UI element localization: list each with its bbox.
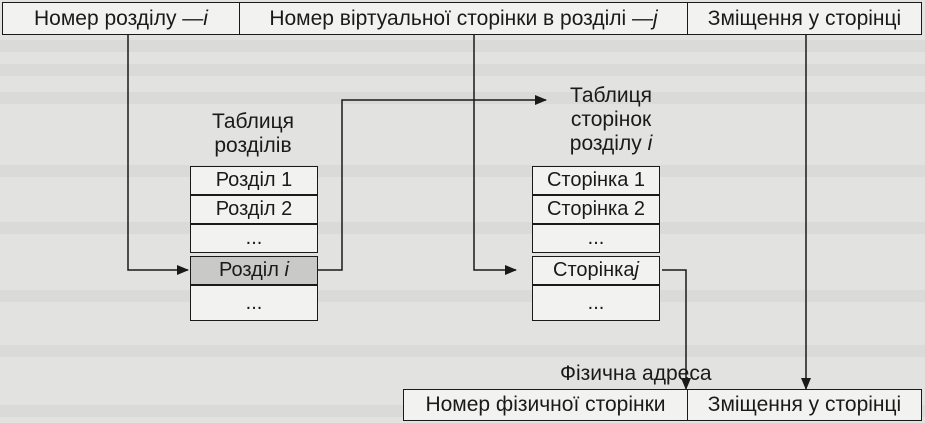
background-texture xyxy=(0,40,925,52)
arrow-page-to-row xyxy=(473,34,517,275)
segment-row: ... xyxy=(190,285,318,321)
segment-number-field: Номер розділу — i xyxy=(2,2,240,35)
segment-table-title-line1: Таблиця xyxy=(211,110,295,133)
page-row: ... xyxy=(532,224,660,253)
page-var: j xyxy=(653,6,658,30)
arrow-segment-to-page-table xyxy=(318,95,547,271)
arrow-segment-to-table xyxy=(127,34,189,275)
segment-row: ... xyxy=(190,224,318,253)
page-row: Сторінка 1 xyxy=(532,166,660,195)
page-row: Сторінка 2 xyxy=(532,195,660,224)
segment-number-label: Номер розділу — xyxy=(34,6,204,30)
segment-table-title-line2: розділів xyxy=(214,134,292,157)
frame-number-label: Номер фізичної сторінки xyxy=(425,393,666,416)
background-texture xyxy=(0,92,925,104)
segment-table-title: Таблиця розділів xyxy=(190,110,316,158)
physical-offset-field: Зміщення у сторінці xyxy=(687,389,922,421)
page-table-title-line3: розділу i xyxy=(569,132,653,155)
line-page-to-frame xyxy=(662,269,687,370)
background-texture xyxy=(0,345,925,357)
page-number-field: Номер віртуальної сторінки в розділі — j xyxy=(239,2,688,35)
segment-row: Розділ 1 xyxy=(190,166,318,195)
segment-row-i: Розділ i xyxy=(190,256,318,285)
offset-field: Зміщення у сторінці xyxy=(687,2,922,35)
page-table-title-line1: Таблиця xyxy=(569,84,653,107)
physical-offset-label: Зміщення у сторінці xyxy=(707,393,902,416)
segment-row: Розділ 2 xyxy=(190,195,318,224)
offset-label: Зміщення у сторінці xyxy=(707,6,902,30)
frame-number-field: Номер фізичної сторінки xyxy=(403,389,688,421)
page-number-label: Номер віртуальної сторінки в розділі — xyxy=(269,6,653,30)
page-row: ... xyxy=(532,285,660,321)
segment-var: i xyxy=(203,6,208,30)
background-texture xyxy=(0,64,925,76)
physical-address-caption: Фізична адреса xyxy=(560,362,712,385)
page-row-j: Сторінка j xyxy=(532,256,660,285)
page-table-title: Таблиця сторінок розділу i xyxy=(548,84,674,156)
page-table-title-line2: сторінок xyxy=(570,108,652,131)
segment-row-i-label: Розділ i xyxy=(219,259,289,281)
